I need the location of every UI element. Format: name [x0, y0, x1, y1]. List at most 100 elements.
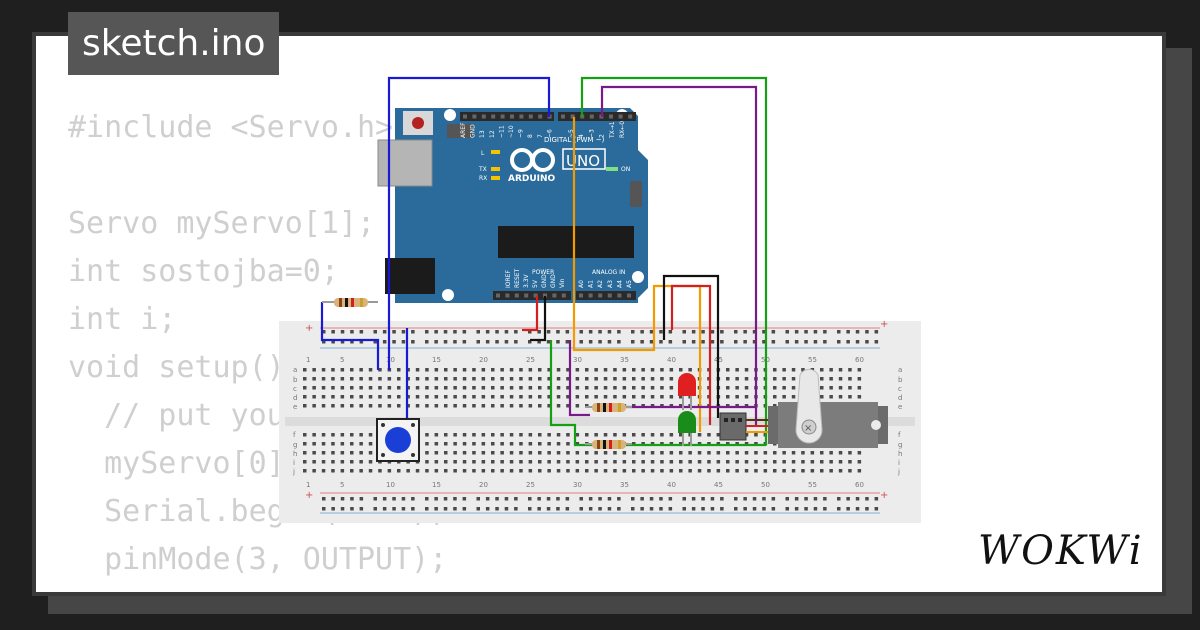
breadboard-hole[interactable]	[556, 469, 561, 473]
breadboard-hole[interactable]	[495, 330, 499, 334]
breadboard-hole[interactable]	[660, 395, 664, 399]
breadboard-hole[interactable]	[679, 395, 683, 399]
breadboard-hole[interactable]	[500, 451, 504, 455]
resistor-green-led[interactable]	[585, 440, 632, 449]
breadboard-hole[interactable]	[322, 497, 326, 501]
breadboard-hole[interactable]	[509, 377, 514, 381]
breadboard-hole[interactable]	[754, 460, 758, 464]
breadboard-hole[interactable]	[528, 386, 533, 390]
breadboard-hole[interactable]	[743, 507, 747, 511]
breadboard-hole[interactable]	[588, 330, 593, 334]
header-pin[interactable]	[481, 114, 486, 119]
breadboard-hole[interactable]	[716, 433, 721, 437]
header-pin[interactable]	[524, 293, 529, 298]
breadboard-hole[interactable]	[392, 330, 396, 334]
breadboard-hole[interactable]	[773, 395, 777, 399]
header-pin[interactable]	[617, 293, 622, 298]
breadboard-hole[interactable]	[744, 451, 749, 455]
breadboard-hole[interactable]	[538, 433, 542, 437]
header-pin[interactable]	[472, 114, 477, 119]
header-pin[interactable]	[589, 114, 594, 119]
breadboard-hole[interactable]	[726, 377, 730, 381]
breadboard-hole[interactable]	[462, 442, 467, 446]
breadboard-hole[interactable]	[485, 330, 490, 334]
breadboard-hole[interactable]	[566, 368, 570, 372]
breadboard-hole[interactable]	[472, 451, 476, 455]
breadboard-hole[interactable]	[453, 330, 457, 334]
breadboard-hole[interactable]	[547, 451, 551, 455]
breadboard-hole[interactable]	[397, 395, 401, 399]
breadboard-hole[interactable]	[387, 377, 392, 381]
breadboard-hole[interactable]	[321, 451, 326, 455]
breadboard-hole[interactable]	[855, 507, 860, 511]
breadboard-hole[interactable]	[556, 368, 561, 372]
breadboard-hole[interactable]	[865, 330, 869, 334]
breadboard-hole[interactable]	[613, 386, 617, 390]
header-pin[interactable]	[519, 114, 524, 119]
breadboard-hole[interactable]	[322, 340, 326, 344]
breadboard-hole[interactable]	[707, 460, 711, 464]
breadboard-hole[interactable]	[782, 469, 786, 473]
breadboard-hole[interactable]	[594, 469, 598, 473]
breadboard-hole[interactable]	[688, 451, 692, 455]
breadboard-hole[interactable]	[321, 460, 326, 464]
breadboard-hole[interactable]	[820, 368, 824, 372]
breadboard-hole[interactable]	[585, 469, 589, 473]
breadboard-hole[interactable]	[382, 507, 387, 511]
breadboard-hole[interactable]	[720, 340, 724, 344]
breadboard-hole[interactable]	[331, 340, 335, 344]
breadboard-hole[interactable]	[368, 386, 373, 390]
breadboard-hole[interactable]	[321, 368, 326, 372]
breadboard-hole[interactable]	[607, 497, 612, 501]
breadboard-hole[interactable]	[547, 368, 551, 372]
breadboard-hole[interactable]	[491, 469, 495, 473]
breadboard-hole[interactable]	[462, 404, 467, 408]
breadboard-hole[interactable]	[679, 368, 683, 372]
breadboard-hole[interactable]	[598, 507, 602, 511]
breadboard-hole[interactable]	[720, 330, 724, 334]
breadboard-hole[interactable]	[401, 497, 406, 501]
breadboard-hole[interactable]	[640, 497, 644, 501]
breadboard-hole[interactable]	[495, 340, 499, 344]
breadboard-hole[interactable]	[865, 507, 869, 511]
breadboard-hole[interactable]	[434, 340, 438, 344]
breadboard-hole[interactable]	[312, 469, 316, 473]
breadboard-hole[interactable]	[537, 330, 541, 334]
breadboard-hole[interactable]	[368, 451, 373, 455]
breadboard-hole[interactable]	[519, 469, 523, 473]
breadboard-hole[interactable]	[382, 340, 387, 344]
breadboard-hole[interactable]	[453, 469, 457, 473]
breadboard-hole[interactable]	[838, 395, 843, 399]
header-pin[interactable]	[538, 114, 543, 119]
breadboard-hole[interactable]	[855, 340, 860, 344]
breadboard-hole[interactable]	[331, 386, 335, 390]
breadboard-hole[interactable]	[649, 330, 654, 334]
breadboard-hole[interactable]	[697, 451, 702, 455]
breadboard-hole[interactable]	[579, 507, 584, 511]
breadboard-hole[interactable]	[491, 395, 495, 399]
breadboard-hole[interactable]	[368, 460, 373, 464]
breadboard-hole[interactable]	[500, 460, 504, 464]
breadboard-hole[interactable]	[857, 469, 862, 473]
breadboard-hole[interactable]	[846, 497, 850, 501]
breadboard-hole[interactable]	[716, 442, 721, 446]
breadboard-hole[interactable]	[726, 368, 730, 372]
breadboard-hole[interactable]	[350, 497, 354, 501]
breadboard-hole[interactable]	[669, 368, 674, 372]
breadboard-hole[interactable]	[481, 368, 486, 372]
breadboard-hole[interactable]	[500, 368, 504, 372]
breadboard-hole[interactable]	[697, 433, 702, 437]
breadboard-hole[interactable]	[837, 330, 841, 334]
breadboard-hole[interactable]	[829, 368, 833, 372]
breadboard-hole[interactable]	[813, 330, 818, 334]
breadboard-hole[interactable]	[650, 377, 655, 381]
breadboard-hole[interactable]	[472, 377, 476, 381]
breadboard-hole[interactable]	[340, 460, 345, 464]
breadboard-hole[interactable]	[556, 395, 561, 399]
breadboard-hole[interactable]	[588, 340, 593, 344]
breadboard-hole[interactable]	[472, 368, 476, 372]
breadboard-hole[interactable]	[763, 460, 768, 464]
breadboard-hole[interactable]	[603, 433, 608, 437]
breadboard-hole[interactable]	[453, 442, 457, 446]
breadboard-hole[interactable]	[321, 442, 326, 446]
